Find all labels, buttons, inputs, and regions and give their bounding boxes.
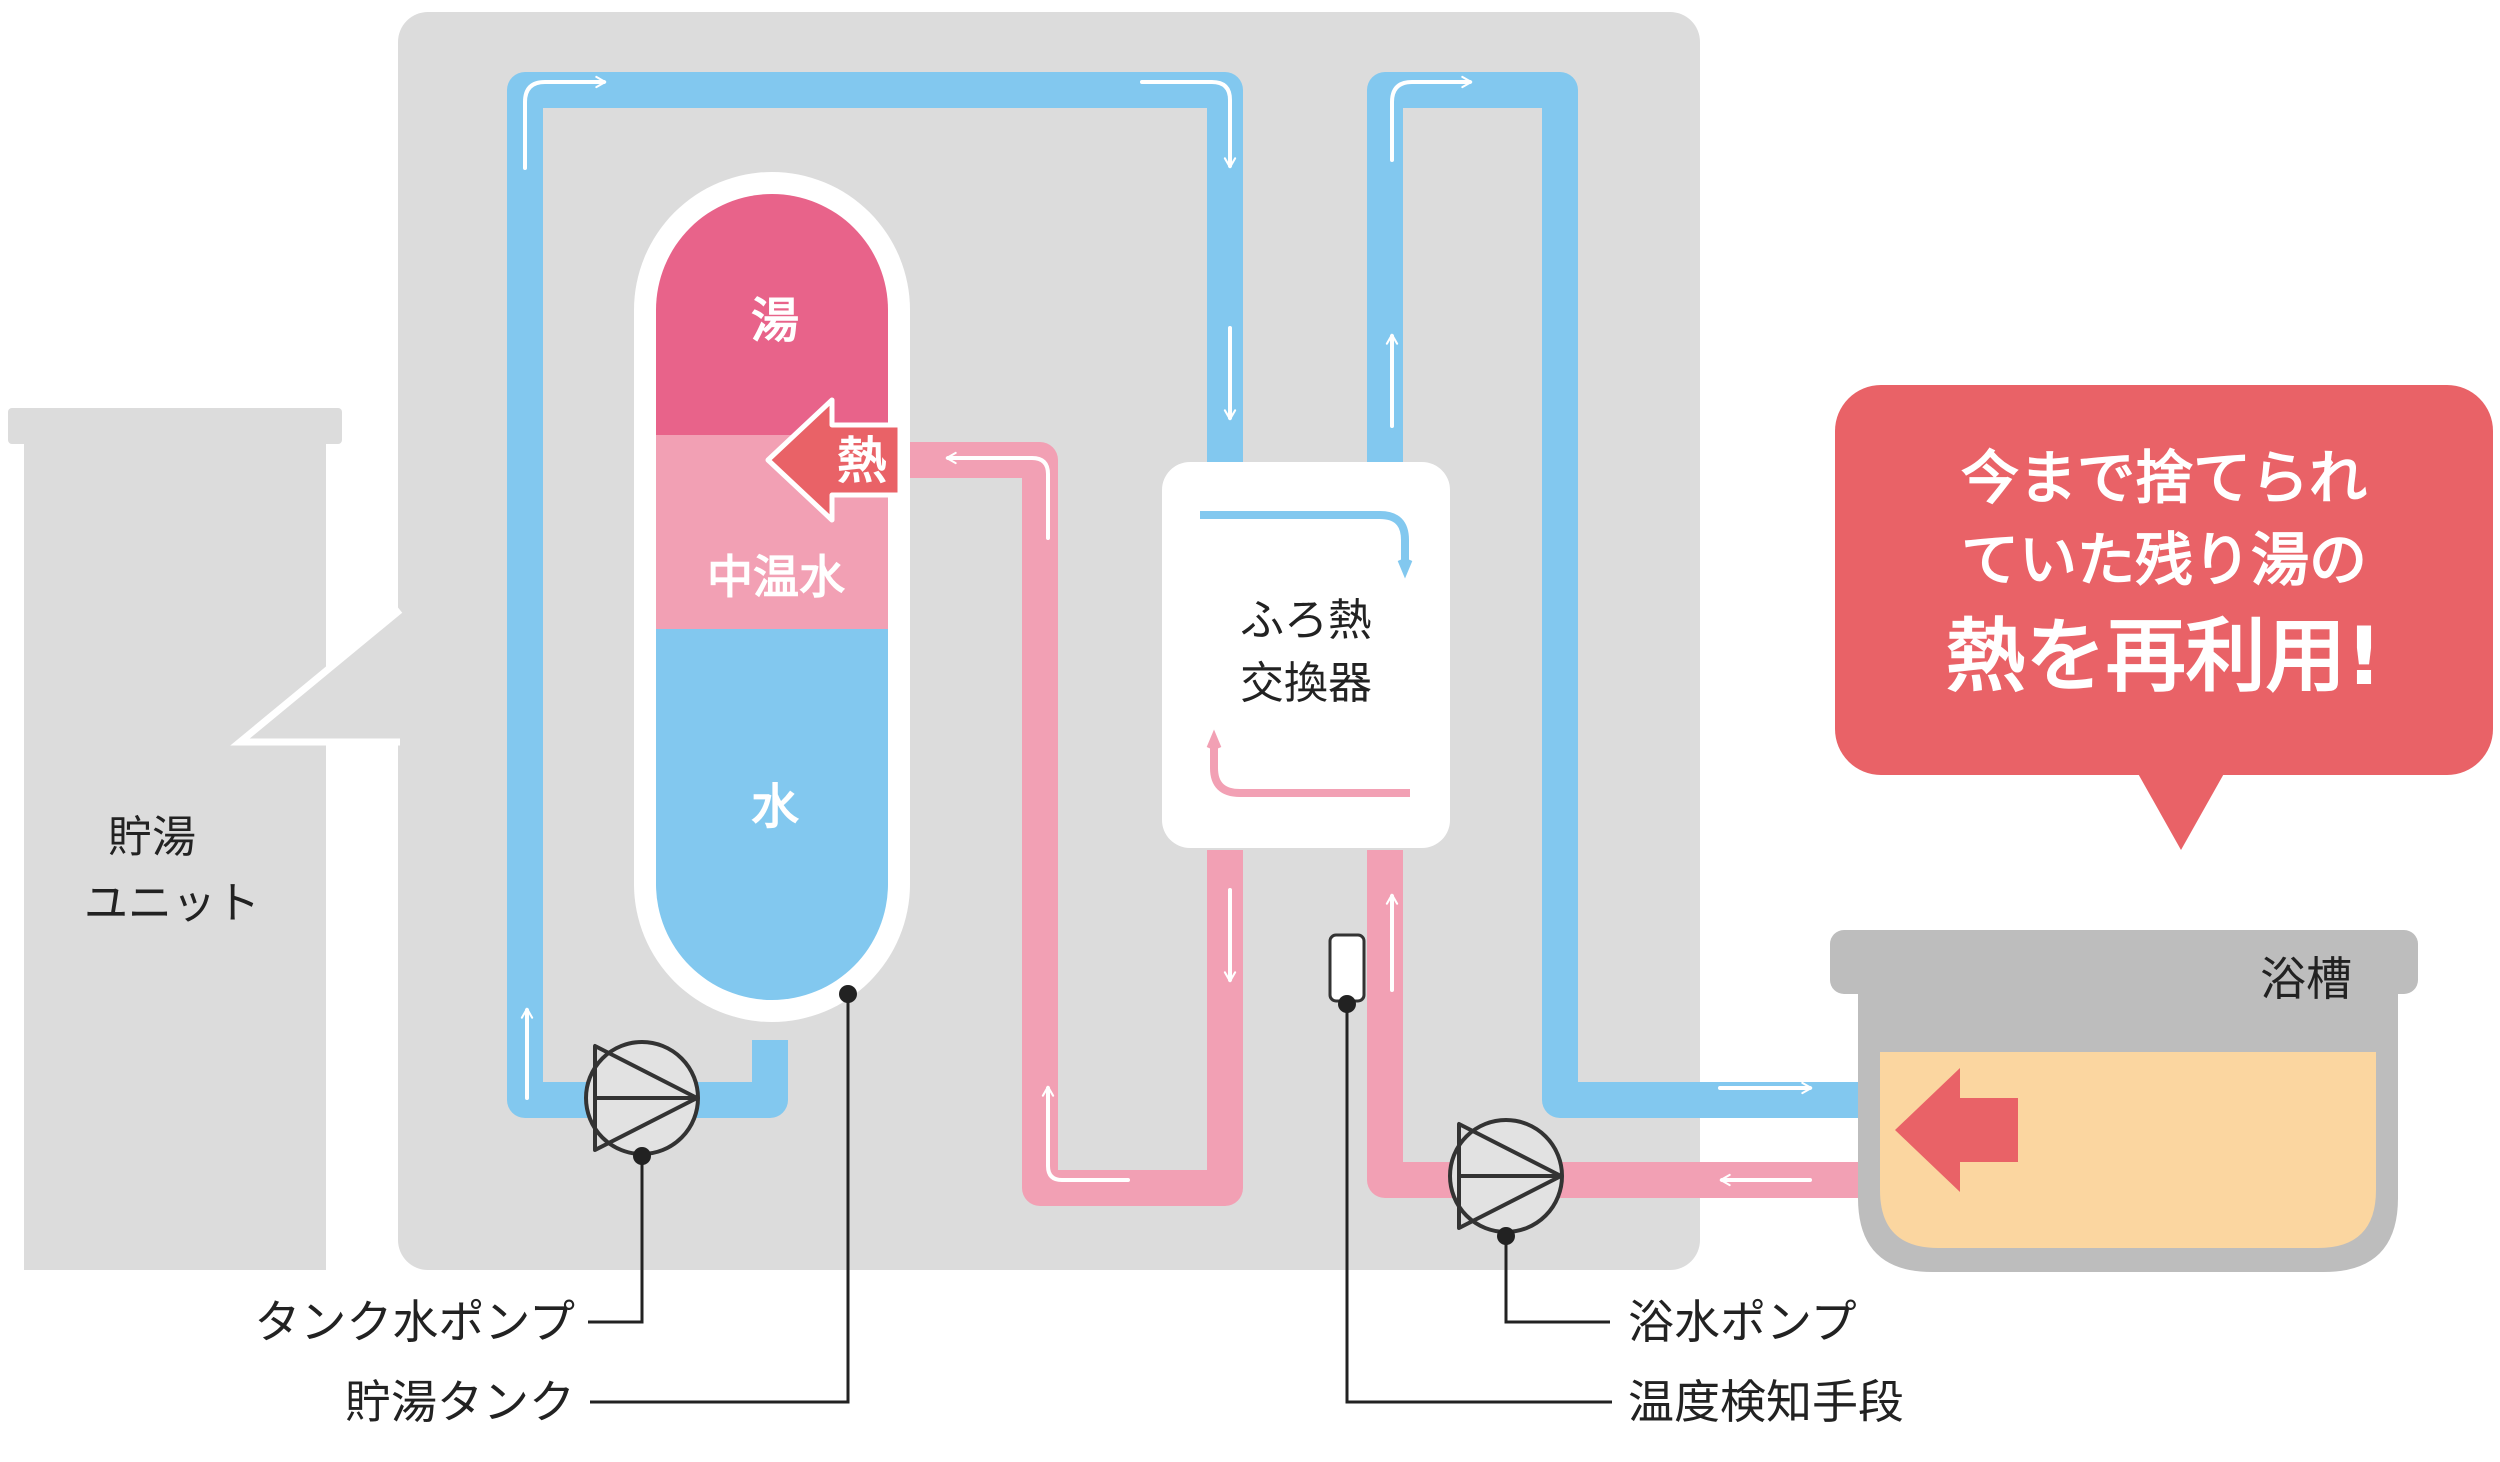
- bath-water-supply-pipe: [1367, 850, 1860, 1198]
- bath-pump-icon: [1448, 1118, 1564, 1234]
- reuse-callout: 今まで捨てられ ていた残り湯の 熱を再利用!: [1835, 385, 2493, 850]
- tank-pump-label: タンク水ポンプ: [254, 1295, 575, 1349]
- flow-arrows: [520, 75, 1813, 1187]
- temperature-sensor-label: 温度検知手段: [1628, 1375, 1904, 1429]
- heat-arrow-icon: 熱: [765, 397, 903, 523]
- temperature-sensor-icon: [1328, 933, 1366, 1003]
- tank-pump-icon: [584, 1040, 700, 1156]
- tank-water-pipe: [507, 72, 1243, 1118]
- bath-pump-label: 浴水ポンプ: [1628, 1295, 1857, 1349]
- bathtub: 浴槽: [1830, 930, 2418, 1272]
- exchanger-label-1: ふろ熱: [1240, 595, 1372, 646]
- storage-unit-label-1: 貯湯: [108, 812, 196, 863]
- leader-lines: [588, 996, 1612, 1404]
- storage-unit-label-2: ユニット: [84, 878, 260, 929]
- callout-line-1: 今まで捨てられ: [1961, 444, 2367, 512]
- storage-tank: 湯 中温水 水: [634, 172, 910, 1022]
- bathtub-label: 浴槽: [2260, 952, 2352, 1006]
- storage-tank-label: 貯湯タンク: [345, 1375, 575, 1429]
- bath-heat-exchanger: ふろ熱 交換器: [1162, 462, 1450, 848]
- leader-dots: [633, 985, 1515, 1245]
- storage-unit: 貯湯 ユニット: [8, 408, 403, 1270]
- exchanger-label-2: 交換器: [1240, 658, 1372, 709]
- callout-line-2: ていた残り湯の: [1961, 526, 2367, 594]
- bath-water-return-pipe: [1367, 72, 1860, 1118]
- tank-zone-hot: 湯: [751, 293, 799, 349]
- heat-arrow-label: 熱: [837, 432, 887, 490]
- tank-zone-cold: 水: [751, 779, 800, 835]
- bath-heat-arrow-icon: [1895, 1068, 2018, 1192]
- tank-zone-mid: 中温水: [707, 550, 846, 604]
- callout-line-3: 熱を再利用!: [1946, 610, 2382, 703]
